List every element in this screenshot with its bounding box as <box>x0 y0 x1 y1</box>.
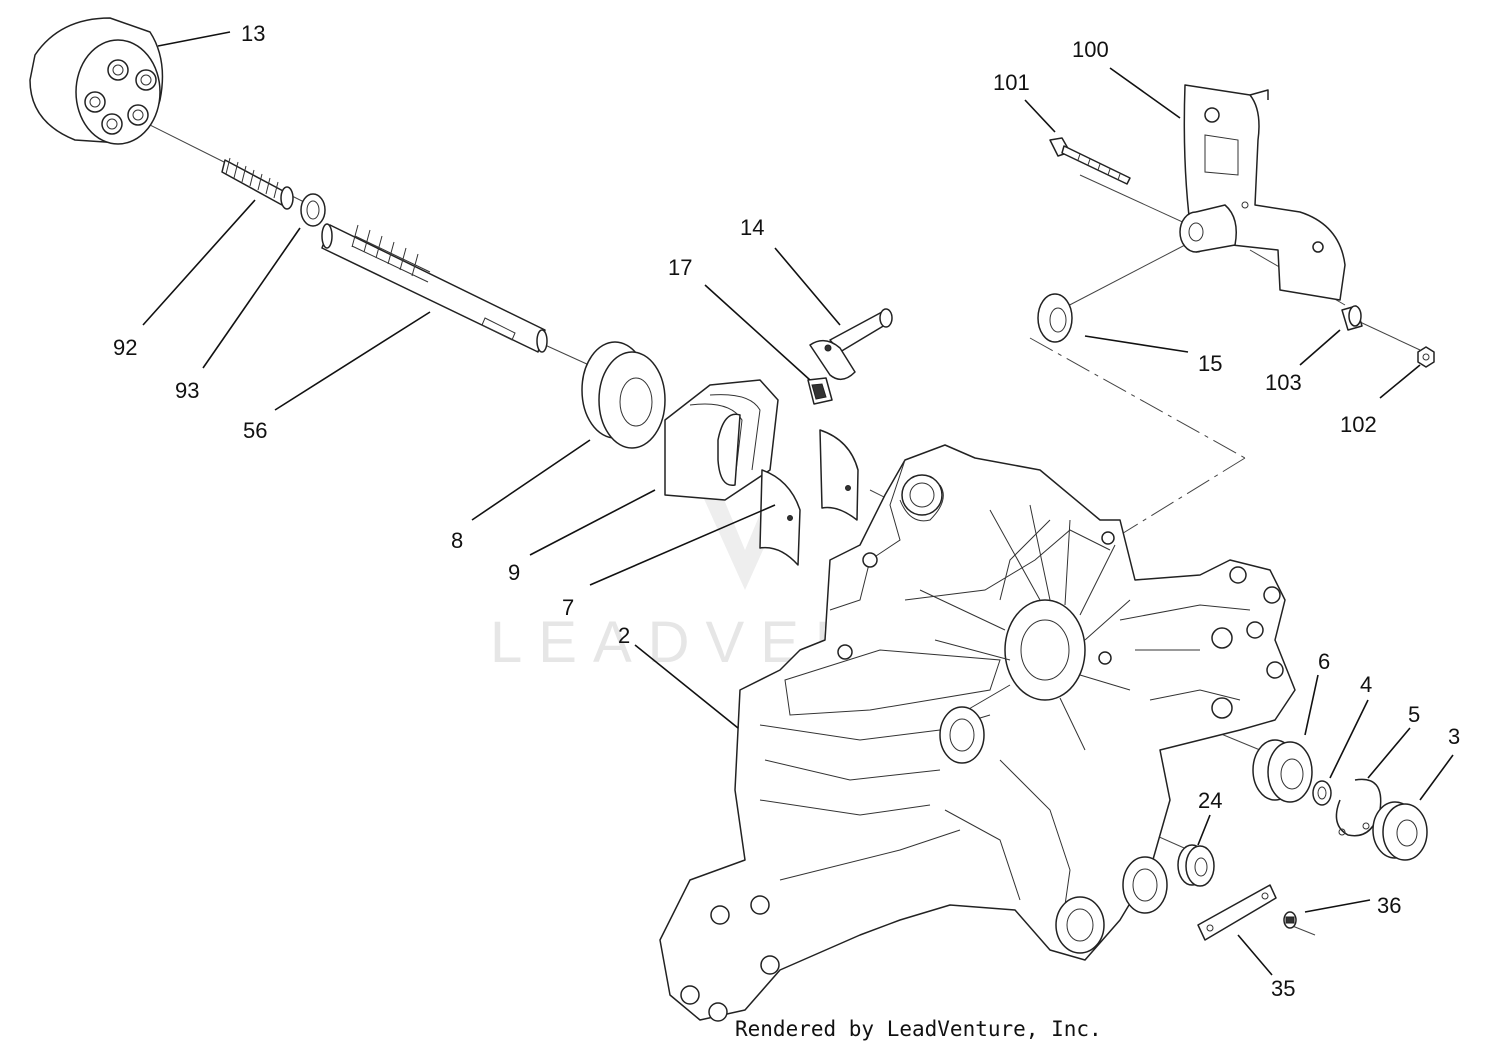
nut-part <box>1417 346 1435 368</box>
callout-92: 92 <box>113 335 137 360</box>
cylinder-block-part <box>29 17 164 145</box>
callout-9: 9 <box>508 560 520 585</box>
callout-3: 3 <box>1448 724 1460 749</box>
callout-100: 100 <box>1072 37 1109 62</box>
callout-102: 102 <box>1340 412 1377 437</box>
small-washer-part <box>1312 780 1332 806</box>
callout-8: 8 <box>451 528 463 553</box>
clip-part <box>1283 911 1297 929</box>
snap-ring-part <box>1335 778 1382 837</box>
bolt-part <box>1049 137 1131 185</box>
callout-5: 5 <box>1408 702 1420 727</box>
slider-block-part <box>807 377 833 405</box>
callout-35: 35 <box>1271 976 1295 1001</box>
callout-6: 6 <box>1318 649 1330 674</box>
callout-36: 36 <box>1377 893 1401 918</box>
transaxle-housing-part <box>659 444 1296 1022</box>
callout-4: 4 <box>1360 672 1372 697</box>
callout-17: 17 <box>668 255 692 280</box>
plate-part <box>1197 884 1277 941</box>
callout-7: 7 <box>562 595 574 620</box>
thrust-bearing-part <box>759 429 859 566</box>
callout-14: 14 <box>740 215 764 240</box>
callout-labels: 13 92 93 56 17 14 8 9 7 2 100 101 15 103… <box>113 21 1460 1001</box>
callout-103: 103 <box>1265 370 1302 395</box>
callout-56: 56 <box>243 418 267 443</box>
leader-lines <box>142 31 1454 976</box>
thrust-washer-part <box>1177 844 1215 887</box>
spring-part <box>221 157 294 210</box>
callout-101: 101 <box>993 70 1030 95</box>
swashplate-part <box>664 379 779 501</box>
seal-part <box>1372 801 1428 861</box>
bearing-small-part <box>1037 293 1073 343</box>
credit-text: Rendered by LeadVenture, Inc. <box>735 1017 1102 1041</box>
callout-15: 15 <box>1198 351 1222 376</box>
washer-part <box>300 193 326 227</box>
callout-13: 13 <box>241 21 265 46</box>
shaft-part <box>321 223 548 353</box>
output-bearing-part <box>1252 739 1313 803</box>
callout-93: 93 <box>175 378 199 403</box>
callout-24: 24 <box>1198 788 1222 813</box>
bearing-part <box>581 341 666 449</box>
callout-2: 2 <box>618 623 630 648</box>
spacer-part <box>1341 305 1363 331</box>
bracket-part <box>1179 84 1346 301</box>
control-arm-part <box>809 308 893 381</box>
